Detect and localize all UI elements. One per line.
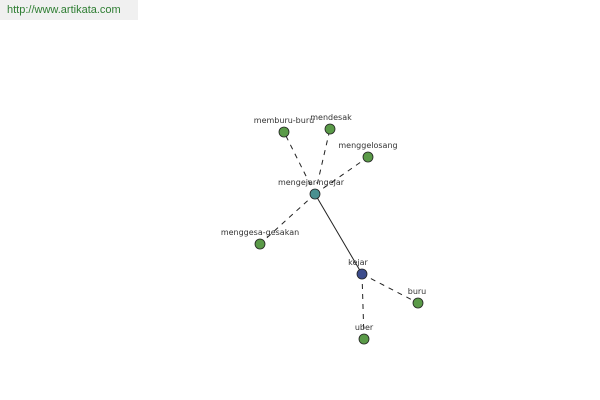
node-mendesak[interactable]: mendesak <box>310 113 352 135</box>
node-circle-menggesa-gesakan[interactable] <box>254 238 266 250</box>
node-menggelosang[interactable]: menggelosang <box>338 141 398 163</box>
edges-layer <box>259 128 419 340</box>
node-kejar[interactable]: kejar <box>348 258 369 280</box>
source-link[interactable]: http://www.artikata.com <box>7 4 121 16</box>
node-buru[interactable]: buru <box>408 287 427 309</box>
edge-mengejar-ngejar-to-kejar <box>314 193 363 275</box>
node-label-buru: buru <box>408 287 427 296</box>
node-label-memburu-buru: memburu-buru <box>254 116 314 125</box>
source-banner: http://www.artikata.com <box>0 0 138 20</box>
node-circle-buru[interactable] <box>412 297 424 309</box>
edge-mengejar-ngejar-to-memburu-buru <box>283 131 316 195</box>
edge-kejar-to-buru <box>361 273 419 304</box>
node-label-menggelosang: menggelosang <box>338 141 397 150</box>
node-circle-kejar[interactable] <box>356 268 368 280</box>
edge-mengejar-ngejar-to-menggelosang <box>314 156 369 195</box>
node-label-mendesak: mendesak <box>310 113 352 122</box>
edge-mengejar-ngejar-to-menggesa-gesakan <box>259 193 316 245</box>
node-mengejar-ngejar[interactable]: mengejar-ngejar <box>278 178 345 200</box>
node-memburu-buru[interactable]: memburu-buru <box>254 116 314 138</box>
node-label-mengejar-ngejar: mengejar-ngejar <box>278 178 345 187</box>
node-label-kejar: kejar <box>348 258 368 267</box>
node-circle-memburu-buru[interactable] <box>278 126 290 138</box>
node-circle-uber[interactable] <box>358 333 370 345</box>
node-menggesa-gesakan[interactable]: menggesa-gesakan <box>221 228 299 250</box>
node-circle-menggelosang[interactable] <box>362 151 374 163</box>
node-label-uber: uber <box>355 323 374 332</box>
node-uber[interactable]: uber <box>355 323 374 345</box>
node-circle-mendesak[interactable] <box>324 123 336 135</box>
node-circle-mengejar-ngejar[interactable] <box>309 188 321 200</box>
edge-kejar-to-uber <box>361 273 365 340</box>
edge-mengejar-ngejar-to-mendesak <box>314 128 331 195</box>
node-label-menggesa-gesakan: menggesa-gesakan <box>221 228 299 237</box>
